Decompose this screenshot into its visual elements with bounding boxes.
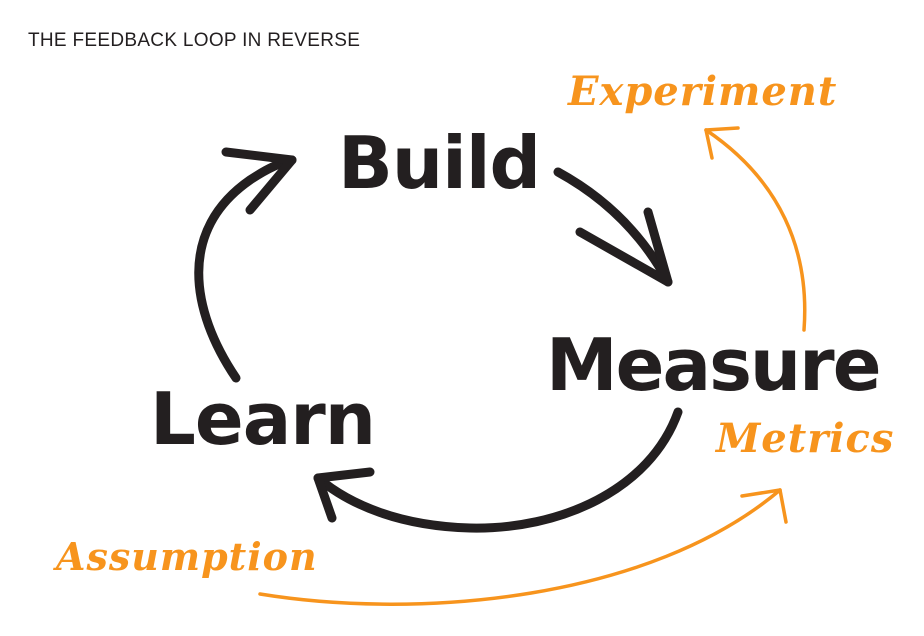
reverse-arrows: [258, 126, 807, 606]
arrowhead-learn-to-build: [221, 147, 297, 215]
arrow-build-to-measure: [553, 167, 673, 287]
label-experiment: Experiment: [567, 68, 837, 115]
arrow-measure-to-learn: [313, 407, 683, 533]
arrow-learn-to-build: [194, 155, 297, 383]
label-build: Build: [338, 121, 540, 205]
arrowhead-build-to-measure: [575, 207, 673, 287]
label-metrics: Metrics: [714, 415, 894, 462]
label-learn: Learn: [150, 377, 375, 461]
arrowhead-assumption-to-metrics: [740, 488, 788, 524]
arrow-metrics-to-experiment: [704, 128, 807, 332]
arrowhead-measure-to-learn: [313, 467, 375, 523]
diagram-title: THE FEEDBACK LOOP IN REVERSE: [28, 30, 361, 51]
label-assumption: Assumption: [53, 534, 318, 579]
arrowhead-metrics-to-experiment: [704, 126, 740, 160]
loop-arrows: [194, 147, 683, 533]
arrow-assumption-to-metrics: [258, 488, 782, 606]
label-measure: Measure: [546, 323, 880, 407]
